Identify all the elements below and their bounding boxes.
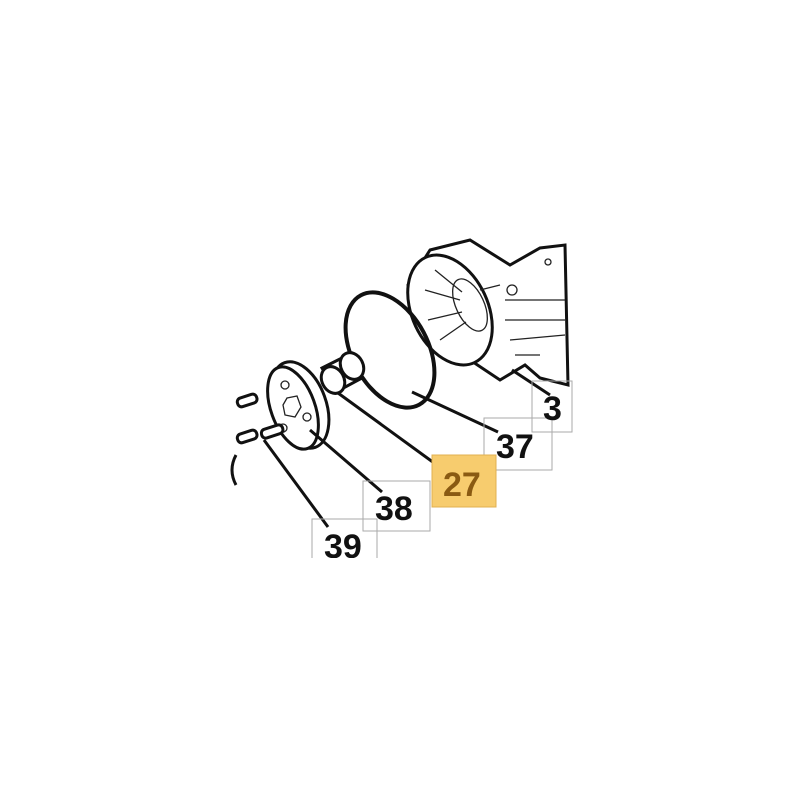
callout-27-highlight	[431, 454, 497, 508]
callout-27[interactable]: 27	[443, 466, 481, 504]
callout-37[interactable]: 37	[496, 428, 534, 466]
callout-3[interactable]: 3	[543, 390, 562, 428]
callout-38[interactable]: 38	[375, 490, 413, 528]
pins	[230, 392, 285, 486]
bushing	[319, 351, 366, 395]
motor-housing	[406, 238, 570, 387]
flange-disc	[266, 360, 331, 451]
